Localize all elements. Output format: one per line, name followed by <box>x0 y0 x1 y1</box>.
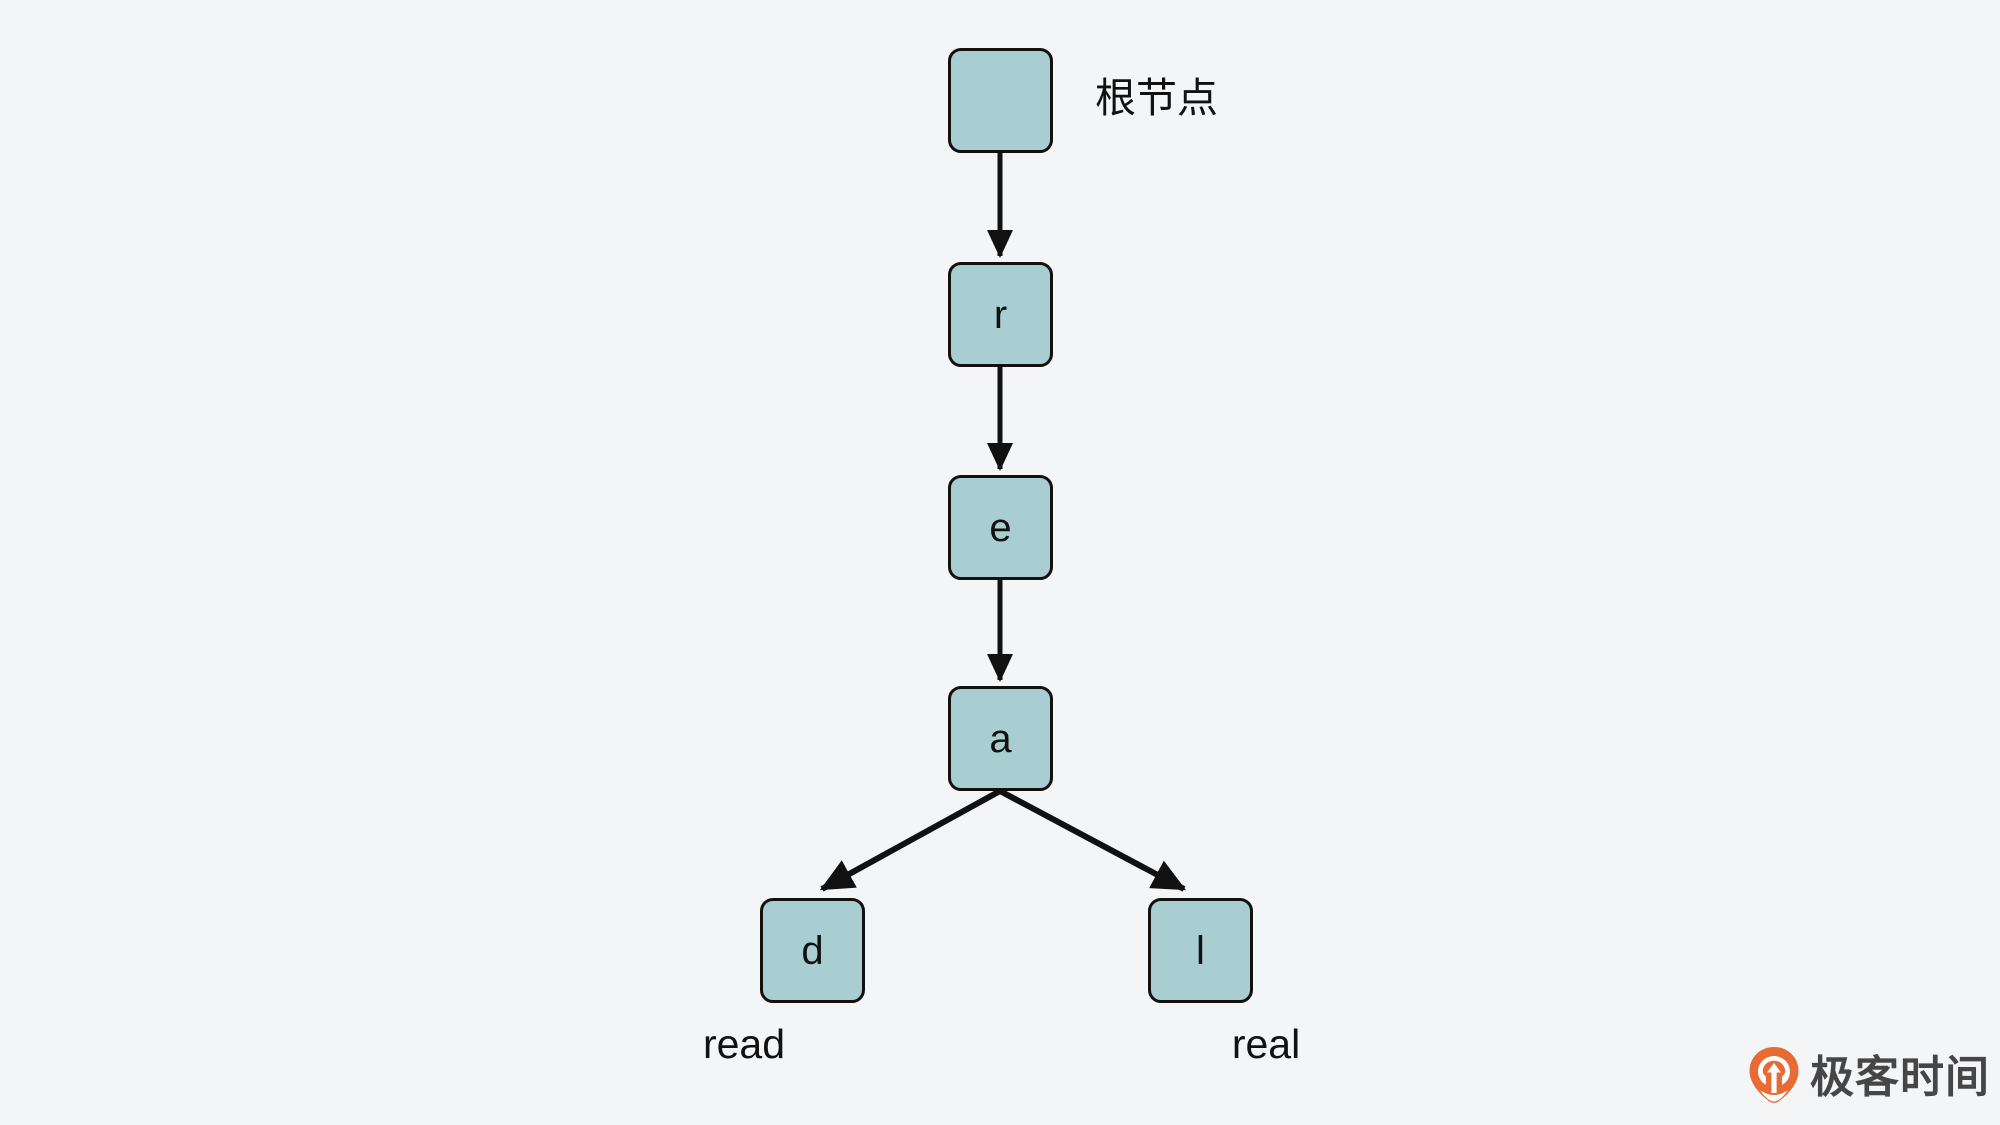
edge-a-to-l <box>998 788 1187 892</box>
node-r[interactable]: r <box>948 262 1053 367</box>
root-annotation-label: 根节点 <box>1095 74 1218 122</box>
node-a-label: a <box>989 716 1012 761</box>
node-d[interactable]: d <box>760 898 865 1003</box>
word-label-real: real <box>1231 1021 1301 1067</box>
node-r-label: r <box>993 292 1008 337</box>
node-e[interactable]: e <box>948 475 1053 580</box>
node-root[interactable] <box>948 48 1053 153</box>
node-l[interactable]: l <box>1148 898 1253 1003</box>
node-l-label: l <box>1196 928 1205 973</box>
node-e-label: e <box>989 505 1012 550</box>
edge-a-to-d <box>819 788 1002 892</box>
geektime-pin-logo-icon <box>1748 1046 1800 1109</box>
watermark: 极客时间 <box>1748 1046 1990 1109</box>
node-a[interactable]: a <box>948 686 1053 791</box>
node-d-label: d <box>801 928 824 973</box>
watermark-brand-text: 极客时间 <box>1810 1051 1990 1103</box>
word-label-read: read <box>702 1021 786 1067</box>
